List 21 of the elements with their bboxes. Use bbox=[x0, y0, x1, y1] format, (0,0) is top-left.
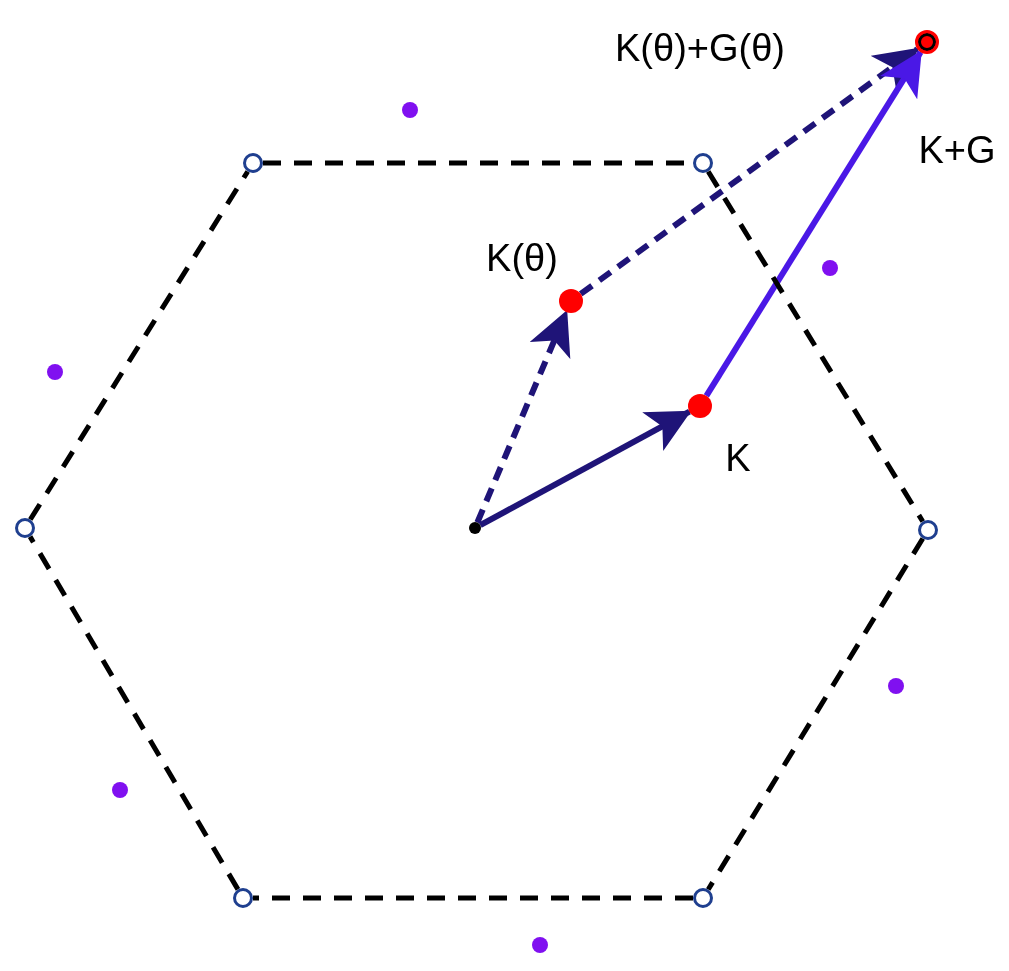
arrow bbox=[478, 409, 692, 528]
arrow bbox=[474, 310, 571, 524]
vertex-marker bbox=[918, 520, 938, 540]
dashed-line bbox=[253, 895, 693, 901]
vertex-marker bbox=[693, 153, 713, 173]
vertex-marker bbox=[15, 518, 35, 538]
vertex-marker bbox=[693, 888, 713, 908]
origin-point bbox=[469, 522, 481, 534]
vertex-marker bbox=[243, 153, 263, 173]
point-marker bbox=[688, 394, 712, 418]
vertex-marker bbox=[233, 888, 253, 908]
dashed-line bbox=[706, 537, 925, 891]
dashed-line bbox=[28, 170, 250, 521]
point-marker bbox=[915, 30, 939, 54]
point-label: K+G bbox=[918, 131, 996, 169]
point-label: K(θ) bbox=[486, 239, 558, 277]
point-label: K(θ)+G(θ) bbox=[615, 29, 785, 67]
dashed-line bbox=[27, 535, 241, 891]
point-label: K bbox=[725, 439, 751, 477]
point-marker bbox=[559, 289, 583, 313]
dashed-line bbox=[706, 170, 925, 523]
